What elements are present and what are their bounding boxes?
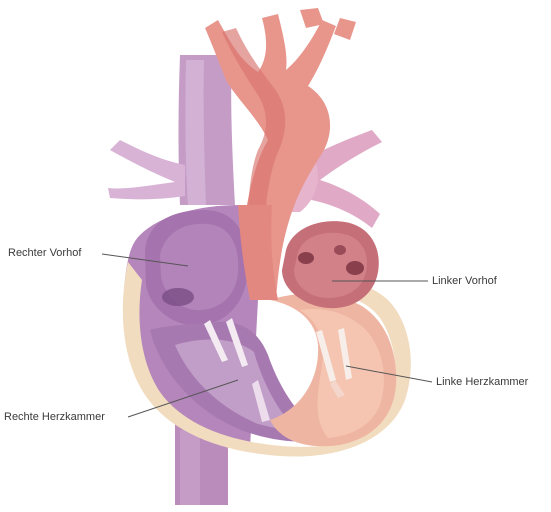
- right-pulmonary-artery: [108, 140, 185, 199]
- label-left-ventricle: Linke Herzkammer: [436, 377, 528, 388]
- label-right-atrium: Rechter Vorhof: [8, 248, 81, 259]
- label-right-ventricle: Rechte Herzkammer: [4, 412, 105, 423]
- label-left-atrium: Linker Vorhof: [432, 276, 497, 287]
